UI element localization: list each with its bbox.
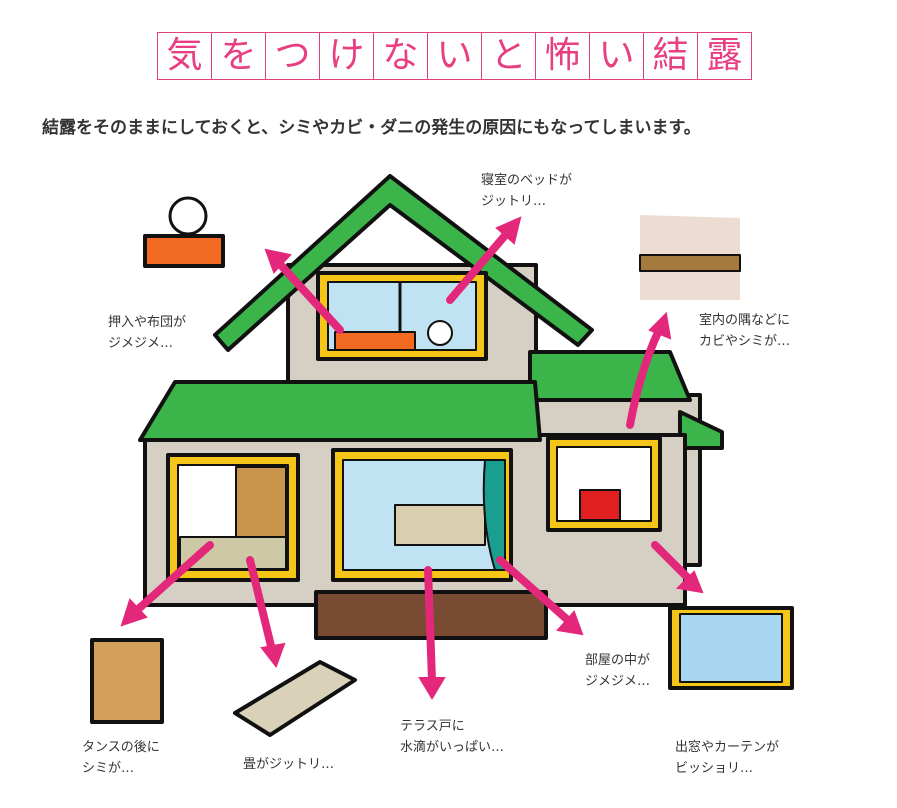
tatami-mat [233,660,357,737]
annex-roof [528,350,692,402]
arrow [446,228,512,304]
title-char: 気 [158,33,212,79]
title-char: い [428,33,482,79]
upper-roof [213,174,594,352]
main-roof [138,380,542,442]
title-char: と [482,33,536,79]
title-char: を [212,33,266,79]
title-char: 露 [706,35,743,76]
arrow [424,566,436,684]
arrow [131,541,214,616]
label-room: 部屋の中がジメジメ… [585,653,651,689]
arrows [120,216,704,700]
chest-of-drawers [90,638,164,724]
label-closet: 押入や布団がジメジメ… [108,315,187,351]
page-title: 気 を つ け な い と 怖 い 結 露 [157,32,752,80]
futon [143,234,225,268]
label-corner: 室内の隅などにカビやシミが… [699,313,791,349]
arrow [274,258,344,334]
arrow [496,556,574,626]
arrow [246,556,276,654]
label-terrace: テラス戸に水滴がいっぱい… [400,719,505,755]
label-baywindow: 出窓やカーテンがビッショリ… [675,740,780,776]
arrow [651,541,694,584]
title-char: な [374,33,428,79]
title-char: 結 [644,33,698,79]
label-chest: タンスの後にシミが… [82,740,160,776]
subtitle: 結露をそのままにしておくと、シミやカビ・ダニの発生の原因にもなってしまいます。 [42,118,701,138]
label-tatami: 畳がジットリ… [243,757,335,772]
title-char: 怖 [536,33,590,79]
title-char: け [320,33,374,79]
title-char: い [590,33,644,79]
arrow [626,324,664,429]
title-char: つ [266,33,320,79]
label-bedroom: 寝室のベッドがジットリ… [481,173,573,209]
